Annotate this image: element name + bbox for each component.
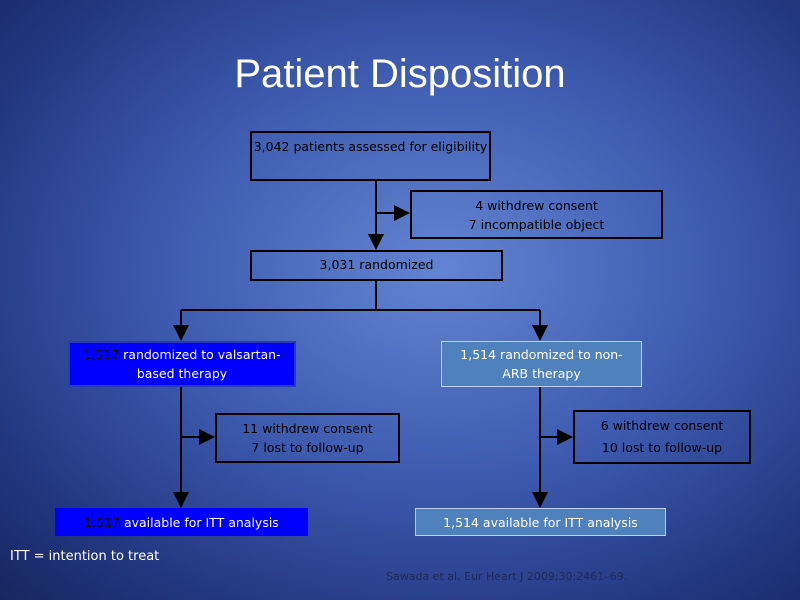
- non-arb-itt-box: 1,514 available for ITT analysis: [415, 508, 666, 536]
- assessed-text: 3,042 patients assessed for eligibility: [253, 139, 488, 154]
- valsartan-count: 1,517: [83, 347, 120, 362]
- valsartan-arm-box: 1,517 randomized to valsartan- based the…: [68, 341, 296, 387]
- non-arb-label: 1,514 randomized to non-: [460, 347, 623, 362]
- valsartan-itt-box: 1,517 available for ITT analysis: [55, 508, 308, 536]
- withdrawn-line: 7 lost to follow-up: [251, 440, 364, 455]
- randomized-box: 3,031 randomized: [250, 250, 503, 281]
- withdrawn-line: 10 lost to follow-up: [601, 440, 723, 455]
- slide-title: Patient Disposition: [234, 52, 566, 96]
- valsartan-label: randomized to valsartan-: [119, 347, 281, 362]
- assessed-box: 3,042 patients assessed for eligibility: [250, 131, 491, 181]
- citation: Sawada et al. Eur Heart J 2009;30:2461–6…: [386, 570, 628, 583]
- withdrawn-line: 11 withdrew consent: [242, 421, 373, 436]
- excluded-line: 7 incompatible object: [468, 216, 605, 232]
- non-arb-arm-box: 1,514 randomized to non- ARB therapy: [441, 341, 642, 387]
- non-arb-withdrawn-box: 6 withdrew consent 10 lost to follow-up: [573, 410, 751, 464]
- excluded-box: 4 withdrew consent 7 incompatible object: [410, 190, 663, 239]
- excluded-line: 4 withdrew consent: [475, 197, 598, 213]
- footnote: ITT = intention to treat: [10, 549, 160, 564]
- valsartan-label-2: based therapy: [136, 366, 228, 381]
- non-arb-label-2: ARB therapy: [502, 366, 581, 381]
- randomized-text: 3,031 randomized: [319, 257, 434, 272]
- valsartan-itt-count: 1,517: [84, 514, 120, 530]
- valsartan-withdrawn-box: 11 withdrew consent 7 lost to follow-up: [215, 413, 400, 463]
- withdrawn-line: 6 withdrew consent: [600, 418, 724, 433]
- valsartan-itt-label: available for ITT analysis: [119, 514, 279, 530]
- non-arb-itt-label: 1,514 available for ITT analysis: [443, 514, 638, 530]
